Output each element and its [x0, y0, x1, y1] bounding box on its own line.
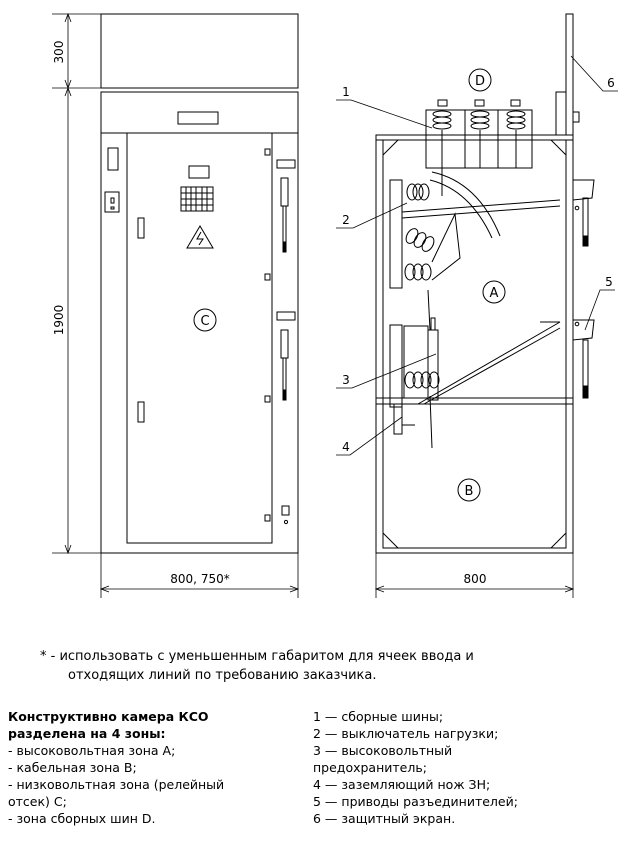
- legend-item: 1 — сборные шины;: [313, 709, 444, 724]
- dimension-lines: [52, 12, 575, 598]
- zones-description: Конструктивно камера КСО разделена на 4 …: [8, 708, 298, 827]
- cabinet-drawing: 300 1900 800, 750* 800 C D A B 1 2 3 4 5…: [52, 12, 618, 598]
- legend-item: 5 — приводы разъединителей;: [313, 794, 518, 809]
- zone-b-label: B: [465, 484, 474, 499]
- zone-b-marker: [457, 478, 481, 502]
- legend-item: предохранитель;: [313, 760, 427, 775]
- zone-item: - низковольтная зона (релейный: [8, 777, 225, 792]
- zones-heading-2: разделена на 4 зоны:: [8, 726, 166, 741]
- callout-1: 1: [342, 85, 350, 99]
- zone-item: - высоковольтная зона А;: [8, 743, 176, 758]
- dim-front-width: 800, 750*: [170, 572, 229, 586]
- footnote-line-1: * - использовать с уменьшенным габаритом…: [40, 649, 474, 664]
- dim-top-height: 300: [52, 41, 66, 64]
- zone-item: - зона сборных шин D.: [8, 811, 156, 826]
- zone-d-marker: [468, 68, 492, 92]
- callout-6: 6: [607, 76, 615, 90]
- legend-item: 6 — защитный экран.: [313, 811, 456, 826]
- callout-5: 5: [605, 275, 613, 289]
- zones-heading-1: Конструктивно камера КСО: [8, 709, 209, 724]
- dim-cabinet-height: 1900: [52, 305, 66, 336]
- zone-c-label: C: [200, 314, 209, 329]
- legend-item: 4 — заземляющий нож ЗН;: [313, 777, 491, 792]
- zone-d-label: D: [475, 74, 485, 89]
- footnote-line-2: отходящих линий по требованию заказчика.: [68, 668, 377, 683]
- zone-item: - кабельная зона В;: [8, 760, 137, 775]
- dim-side-width: 800: [464, 572, 487, 586]
- legend-item: 2 — выключатель нагрузки;: [313, 726, 499, 741]
- side-view: [375, 13, 595, 554]
- callout-4: 4: [342, 440, 350, 454]
- zone-item: отсек) С;: [8, 794, 67, 809]
- zone-a-label: A: [490, 286, 499, 301]
- legend-item: 3 — высоковольтный: [313, 743, 453, 758]
- callout-leaders: [336, 55, 618, 456]
- parts-legend: 1 — сборные шины; 2 — выключатель нагруз…: [313, 708, 618, 827]
- front-view: [100, 13, 299, 554]
- callout-2: 2: [342, 213, 350, 227]
- footnote: * - использовать с уменьшенным габаритом…: [40, 647, 600, 685]
- zone-a-marker: [482, 280, 506, 304]
- zone-c-marker: [193, 308, 217, 332]
- callout-3: 3: [342, 373, 350, 387]
